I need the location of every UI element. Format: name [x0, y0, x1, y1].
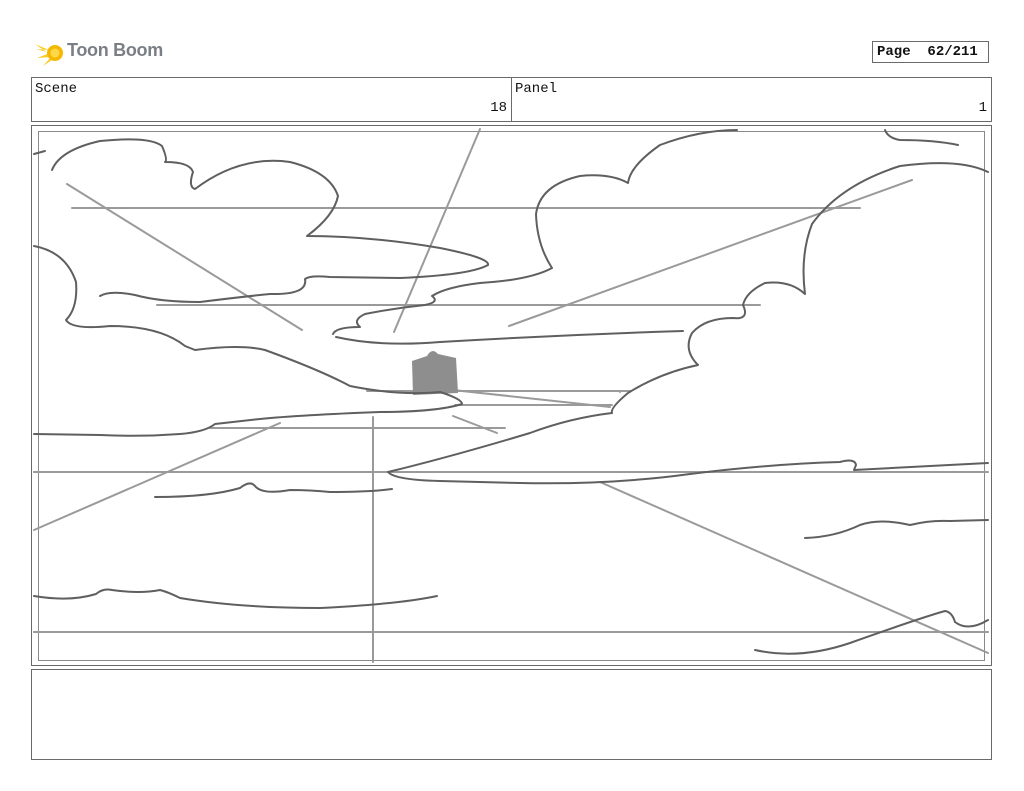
panel-number: 1: [978, 100, 987, 116]
scene-panel-info: Scene 18 Panel 1: [31, 77, 992, 122]
page-number: 62/211: [927, 44, 978, 60]
scene-label: Scene: [35, 81, 78, 97]
scene-cell: Scene 18: [32, 78, 512, 121]
panel-label: Panel: [515, 81, 558, 97]
comet-star-icon: [35, 44, 63, 66]
storyboard-panel-safe-area: [38, 131, 985, 661]
panel-cell: Panel 1: [512, 78, 991, 121]
scene-number: 18: [490, 100, 507, 116]
page-label: Page: [877, 44, 911, 60]
toon-boom-logo: Toon Boom: [33, 36, 163, 70]
logo-text: Toon Boom: [67, 40, 163, 60]
storyboard-panel-frame: [31, 125, 992, 666]
page-indicator: Page 62/211: [872, 41, 989, 63]
panel-notes-box: [31, 669, 992, 760]
